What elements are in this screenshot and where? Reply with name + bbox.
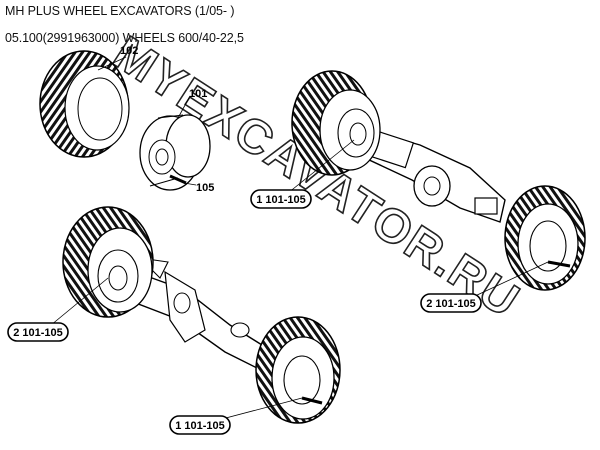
ref-badge-rear-wheel[interactable]: 2 101-105 xyxy=(420,293,482,313)
ref-badge-front-axle-left[interactable]: 2 101-105 xyxy=(7,322,69,342)
diagram-subtitle: 05.100(2991963000) WHEELS 600/40-22,5 xyxy=(5,31,244,45)
svg-text:2 101-105: 2 101-105 xyxy=(13,327,63,339)
callout-102: 102 xyxy=(120,45,138,57)
svg-text:1 101-105: 1 101-105 xyxy=(175,420,225,432)
tire-102 xyxy=(39,50,130,158)
front-axle xyxy=(62,206,341,424)
diagram-title: MH PLUS WHEEL EXCAVATORS (1/05- ) xyxy=(5,4,235,18)
svg-text:1 101-105: 1 101-105 xyxy=(256,194,306,206)
rim-101 xyxy=(139,114,211,191)
ref-badge-front-axle-right[interactable]: 1 101-105 xyxy=(169,415,231,435)
callout-105: 105 xyxy=(196,182,214,194)
svg-text:2 101-105: 2 101-105 xyxy=(426,298,476,310)
rear-axle xyxy=(291,70,586,291)
bolt-105 xyxy=(169,174,187,185)
ref-badge-rear-axle[interactable]: 1 101-105 xyxy=(250,189,312,209)
callout-101: 101 xyxy=(189,88,207,100)
